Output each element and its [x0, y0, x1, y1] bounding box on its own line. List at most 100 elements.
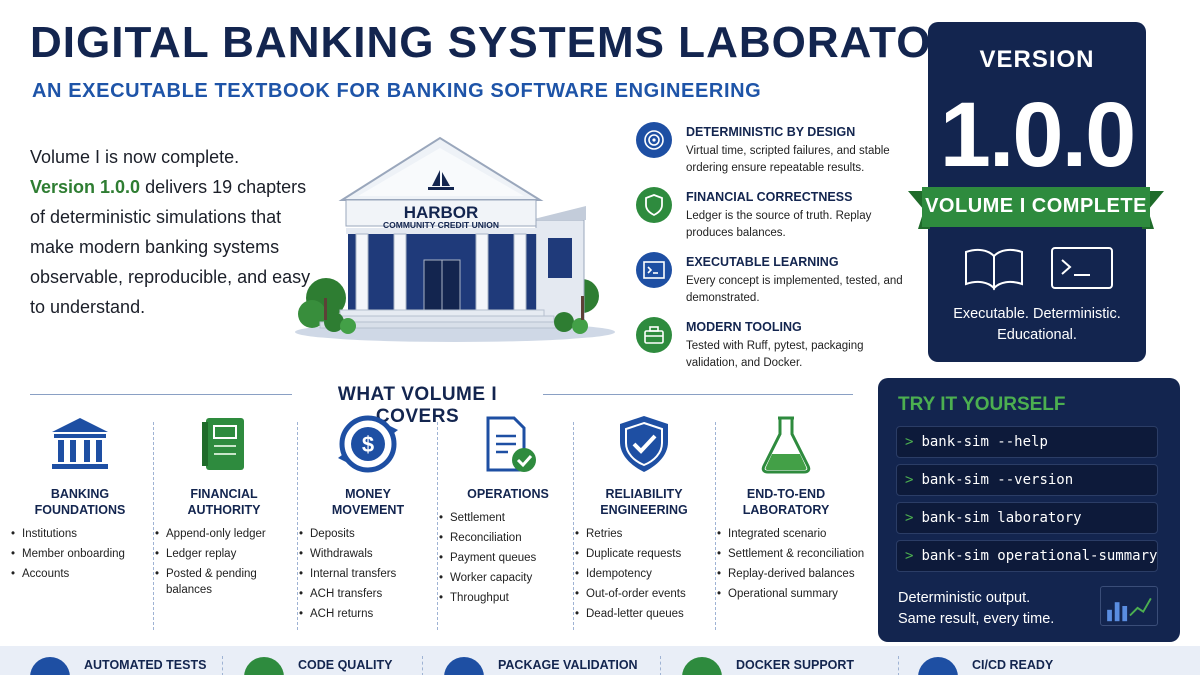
test-tube-icon: [30, 657, 70, 675]
building-subname: COMMUNITY CREDIT UNION: [383, 220, 499, 230]
feature-title: FINANCIAL CORRECTNESS: [686, 190, 853, 204]
bar-chart-icon: [1100, 586, 1158, 626]
ledger-book-icon: [154, 414, 294, 478]
money-cycle-icon: $: [298, 414, 438, 478]
footer-separator: [898, 656, 899, 675]
docker-icon: [682, 657, 722, 675]
list-item: Settlement: [438, 510, 588, 526]
column-list: Integrated scenario Settlement & reconci…: [716, 526, 866, 606]
column-list: Deposits Withdrawals Internal transfers …: [298, 526, 448, 626]
try-it-caption: Deterministic output. Same result, every…: [898, 588, 1098, 630]
building-name: HARBOR: [404, 203, 479, 222]
code-icon: [244, 657, 284, 675]
list-item: Replay-derived balances: [716, 566, 866, 582]
ribbon-text: VOLUME I COMPLETE: [925, 195, 1147, 217]
column-separator: [437, 422, 438, 630]
list-item: Member onboarding: [10, 546, 160, 562]
ci-cd-icon: [918, 657, 958, 675]
sailboat-icon: [432, 170, 440, 186]
feature-title: MODERN TOOLING: [686, 320, 802, 334]
footer-separator: [422, 656, 423, 675]
list-item: Posted & pending balances: [154, 566, 304, 598]
list-item: Internal transfers: [298, 566, 448, 582]
list-item: Throughput: [438, 590, 588, 606]
feature-description: Every concept is implemented, tested, an…: [686, 275, 903, 304]
list-item: Withdrawals: [298, 546, 448, 562]
list-item: Accounts: [10, 566, 160, 582]
credit-union-building-illustration: HARBOR COMMUNITY CREDIT UNION: [295, 136, 615, 342]
footer-separator: [222, 656, 223, 675]
command-help[interactable]: >bank-sim --help: [896, 426, 1158, 458]
shield-check-icon: [574, 414, 714, 478]
list-item: Reconciliation: [438, 530, 588, 546]
list-item: Payment queues: [438, 550, 588, 566]
caption-line-1: Executable. Deterministic.: [953, 306, 1121, 322]
column-list: Retries Duplicate requests Idempotency O…: [574, 526, 724, 626]
target-icon: [636, 122, 672, 158]
feature-deterministic: DETERMINISTIC BY DESIGN Virtual time, sc…: [636, 122, 916, 184]
divider-right: [543, 394, 853, 395]
list-item: Idempotency: [574, 566, 724, 582]
flask-icon: [716, 414, 856, 478]
command-version[interactable]: >bank-sim --version: [896, 464, 1158, 496]
page-subtitle: AN EXECUTABLE TEXTBOOK FOR BANKING SOFTW…: [32, 80, 762, 102]
list-item: Institutions: [10, 526, 160, 542]
feature-description: Ledger is the source of truth. Replay pr…: [686, 210, 872, 239]
list-item: Operational summary: [716, 586, 866, 602]
intro-line-1: Volume I is now complete.: [30, 147, 240, 167]
list-item: Deposits: [298, 526, 448, 542]
list-item: Settlement & reconciliation: [716, 546, 866, 562]
intro-line-2: delivers 19 chapters of deterministic si…: [30, 177, 311, 317]
list-item: Out-of-order events: [574, 586, 724, 602]
covers-section-title: WHAT VOLUME I COVERS: [337, 384, 498, 427]
bank-icon: [10, 414, 150, 478]
intro-paragraph: Volume I is now complete. Version 1.0.0 …: [30, 142, 320, 322]
version-panel-caption: Executable. Deterministic. Educational.: [928, 304, 1146, 346]
feature-title: DETERMINISTIC BY DESIGN: [686, 125, 856, 139]
footer-label: PACKAGE VALIDATION: [498, 658, 638, 672]
document-check-icon: [438, 414, 578, 478]
footer-label: DOCKER SUPPORT: [736, 658, 855, 672]
footer-bar: [0, 646, 1200, 675]
volume-complete-ribbon: VOLUME I COMPLETE: [908, 183, 1164, 233]
footer-separator: [660, 656, 661, 675]
footer-label: AUTOMATED TESTS: [84, 658, 207, 672]
package-icon: [444, 657, 484, 675]
feature-financial-correctness: FINANCIAL CORRECTNESS Ledger is the sour…: [636, 187, 916, 249]
list-item: Duplicate requests: [574, 546, 724, 562]
command-operational-summary[interactable]: >bank-sim operational-summary: [896, 540, 1158, 572]
intro-version-highlight: Version 1.0.0: [30, 177, 141, 197]
caption-line-2: Educational.: [997, 327, 1077, 343]
feature-description: Tested with Ruff, pytest, packaging vali…: [686, 340, 864, 369]
try-it-yourself-panel: TRY IT YOURSELF >bank-sim --help >bank-s…: [878, 378, 1180, 642]
version-label: VERSION: [979, 46, 1095, 73]
divider-left: [30, 394, 292, 395]
column-list: Institutions Member onboarding Accounts: [10, 526, 160, 586]
list-item: Ledger replay: [154, 546, 304, 562]
list-item: Dead-letter queues: [574, 606, 724, 622]
feature-modern-tooling: MODERN TOOLING Tested with Ruff, pytest,…: [636, 317, 916, 379]
feature-executable-learning: EXECUTABLE LEARNING Every concept is imp…: [636, 252, 916, 314]
version-number: 1.0.0: [939, 84, 1137, 186]
try-it-title: TRY IT YOURSELF: [898, 394, 1066, 415]
column-list: Append-only ledger Ledger replay Posted …: [154, 526, 304, 602]
page-title: DIGITAL BANKING SYSTEMS LABORATORY: [30, 18, 993, 67]
command-laboratory[interactable]: >bank-sim laboratory: [896, 502, 1158, 534]
toolbox-icon: [636, 317, 672, 353]
version-panel-icons: [965, 247, 1113, 291]
list-item: Integrated scenario: [716, 526, 866, 542]
shield-check-icon: [636, 187, 672, 223]
svg-text:$: $: [362, 432, 374, 457]
caption-line-2: Same result, every time.: [898, 611, 1055, 627]
footer-label: CI/CD READY: [972, 658, 1054, 672]
list-item: Retries: [574, 526, 724, 542]
list-item: Append-only ledger: [154, 526, 304, 542]
terminal-icon: [1051, 247, 1113, 289]
caption-line-1: Deterministic output.: [898, 590, 1031, 606]
list-item: Worker capacity: [438, 570, 588, 586]
column-title: OPERATIONS: [467, 487, 549, 501]
